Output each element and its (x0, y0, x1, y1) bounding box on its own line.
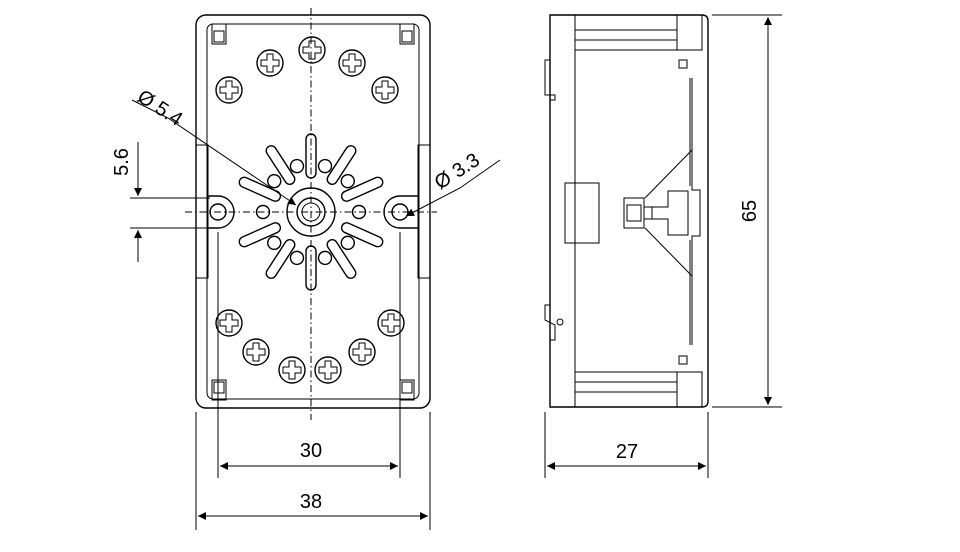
screw-icon (298, 36, 326, 64)
height-label: 65 (739, 200, 761, 222)
screw-icon (371, 76, 399, 104)
screw-icon (338, 49, 366, 77)
screw-icon (278, 356, 306, 384)
dimension-lines (130, 14, 782, 530)
screw-icon (215, 76, 243, 104)
center-hole-diameter-label: Ø 5.4 (133, 86, 186, 131)
depth-label: 27 (616, 441, 638, 463)
outer-width-label: 38 (300, 491, 322, 513)
front-view (185, 8, 437, 420)
screw-icon (242, 338, 270, 366)
inner-width-label: 30 (300, 440, 322, 462)
mount-hole-diameter-label: Ø 3.3 (431, 149, 484, 194)
screw-icon (256, 49, 284, 77)
side-view (544, 14, 709, 408)
screw-icon (215, 309, 243, 337)
screw-icon (314, 356, 342, 384)
offset-label: 5.6 (111, 148, 133, 176)
screw-icon (348, 338, 376, 366)
